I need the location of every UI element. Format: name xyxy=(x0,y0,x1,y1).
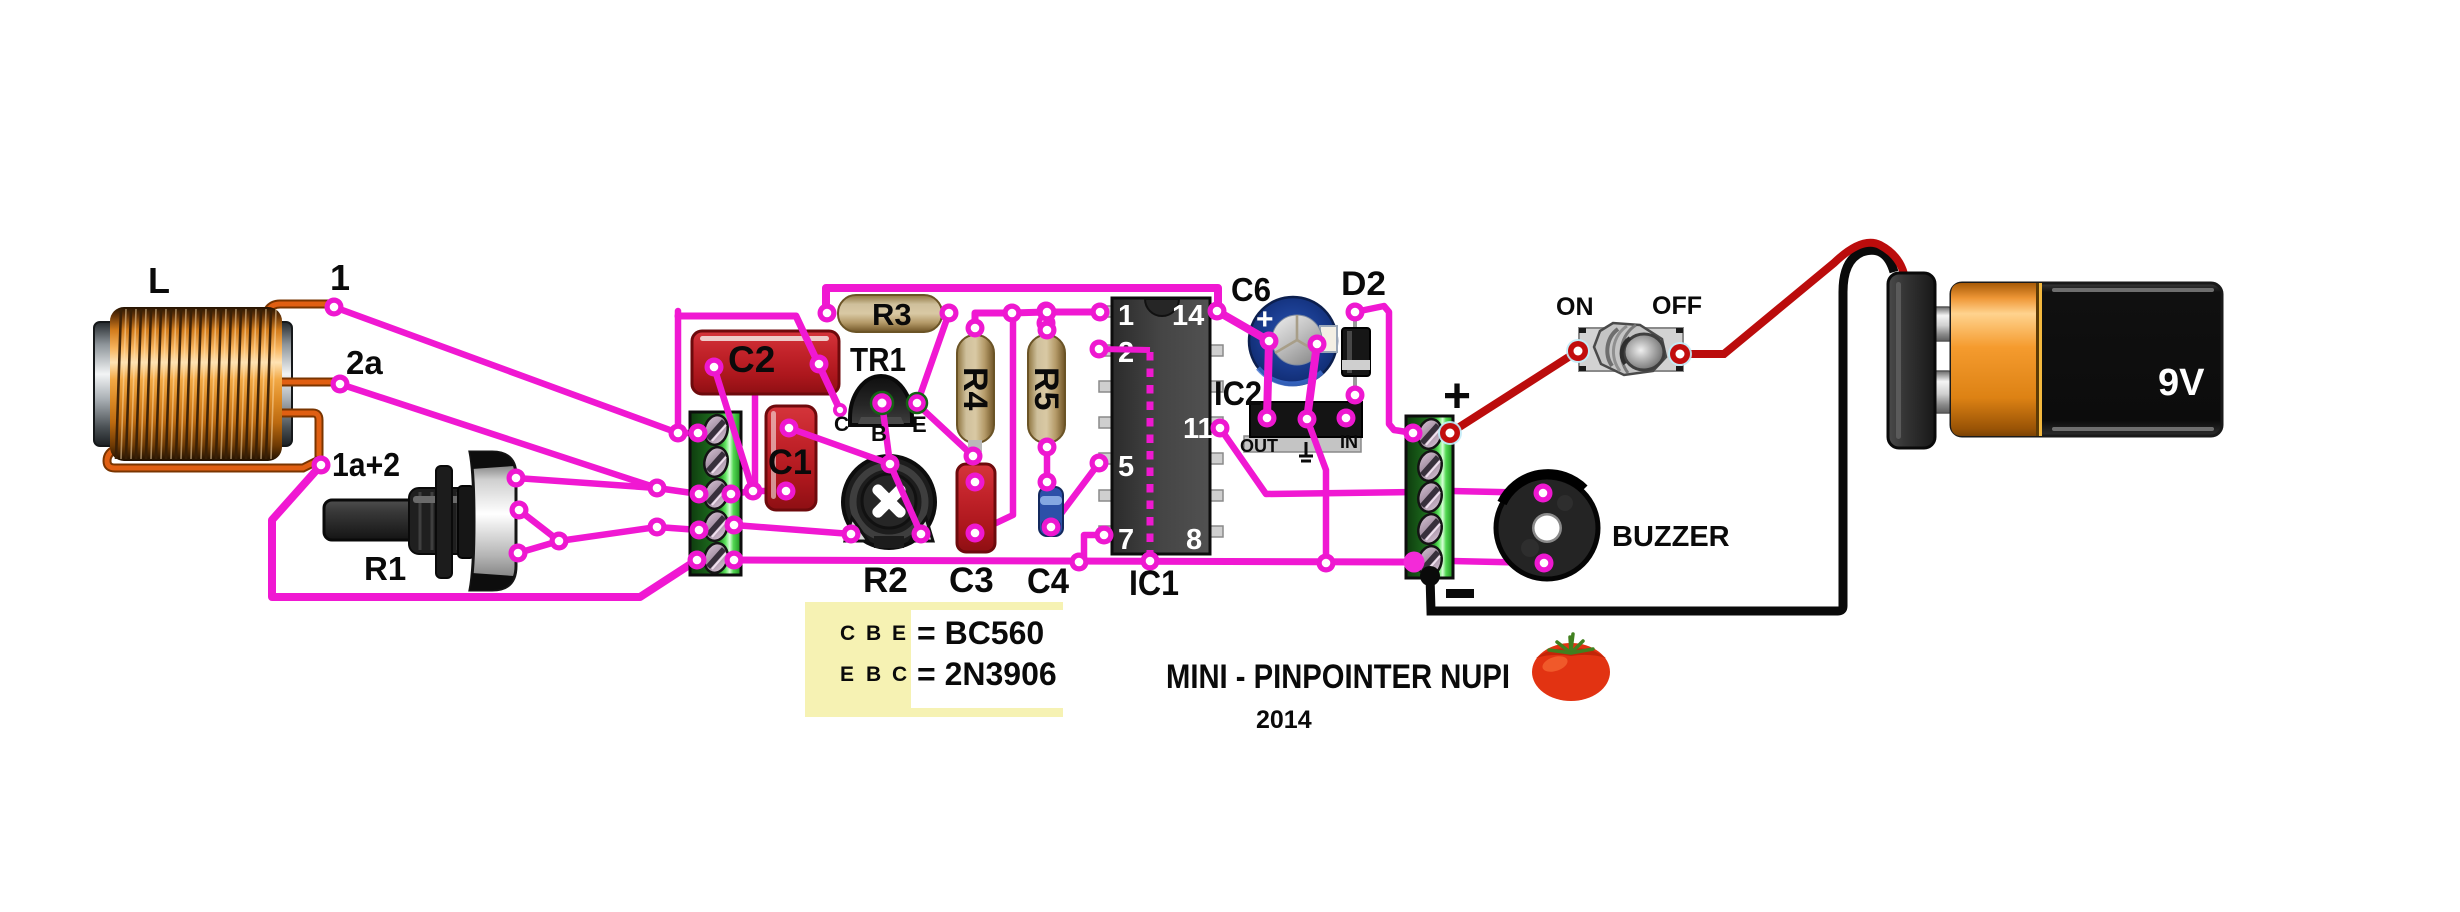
svg-text:7: 7 xyxy=(1118,524,1134,556)
svg-text:2014: 2014 xyxy=(1256,706,1312,734)
svg-text:IC2: IC2 xyxy=(1214,375,1262,413)
svg-text:BUZZER: BUZZER xyxy=(1612,521,1730,553)
svg-text:+: + xyxy=(1443,370,1471,423)
svg-text:B: B xyxy=(866,663,881,686)
svg-text:1: 1 xyxy=(330,257,350,298)
svg-text:B: B xyxy=(866,622,881,645)
svg-text:1a+2: 1a+2 xyxy=(332,446,400,483)
svg-text:C: C xyxy=(834,413,849,436)
svg-text:E: E xyxy=(912,412,927,437)
svg-text:= 2N3906: = 2N3906 xyxy=(917,656,1057,692)
svg-text:MINI - PINPOINTER NUPI: MINI - PINPOINTER NUPI xyxy=(1166,658,1510,696)
svg-text:5: 5 xyxy=(1118,451,1134,483)
svg-text:C1: C1 xyxy=(768,443,812,482)
svg-text:R2: R2 xyxy=(863,561,908,600)
svg-text:OFF: OFF xyxy=(1652,292,1702,320)
svg-text:C: C xyxy=(892,663,907,686)
svg-text:L: L xyxy=(148,260,170,301)
svg-text:R5: R5 xyxy=(1027,367,1065,410)
svg-text:TR1: TR1 xyxy=(850,341,906,378)
svg-text:R3: R3 xyxy=(872,297,912,332)
svg-text:9V: 9V xyxy=(2158,362,2205,404)
svg-text:IN: IN xyxy=(1340,432,1358,452)
svg-text:R4: R4 xyxy=(956,367,994,411)
svg-text:E: E xyxy=(840,663,854,686)
svg-text:2: 2 xyxy=(1118,337,1134,369)
svg-text:2a: 2a xyxy=(346,344,383,381)
svg-text:= BC560: = BC560 xyxy=(917,615,1044,651)
svg-text:+: + xyxy=(1256,303,1274,336)
svg-text:C4: C4 xyxy=(1027,562,1069,601)
svg-text:1: 1 xyxy=(1118,300,1134,332)
svg-text:D2: D2 xyxy=(1341,265,1386,303)
svg-text:R1: R1 xyxy=(364,550,406,587)
svg-text:E: E xyxy=(892,622,906,645)
svg-text:C2: C2 xyxy=(728,339,775,380)
svg-text:11: 11 xyxy=(1183,413,1214,445)
svg-text:C3: C3 xyxy=(949,561,994,600)
svg-text:OUT: OUT xyxy=(1240,436,1278,456)
svg-text:C: C xyxy=(840,622,855,645)
svg-text:ON: ON xyxy=(1556,293,1594,321)
svg-text:C6: C6 xyxy=(1231,271,1271,308)
svg-text:B: B xyxy=(871,421,887,446)
svg-text:14: 14 xyxy=(1172,300,1204,332)
svg-text:8: 8 xyxy=(1186,524,1202,556)
svg-text:IC1: IC1 xyxy=(1129,564,1179,603)
